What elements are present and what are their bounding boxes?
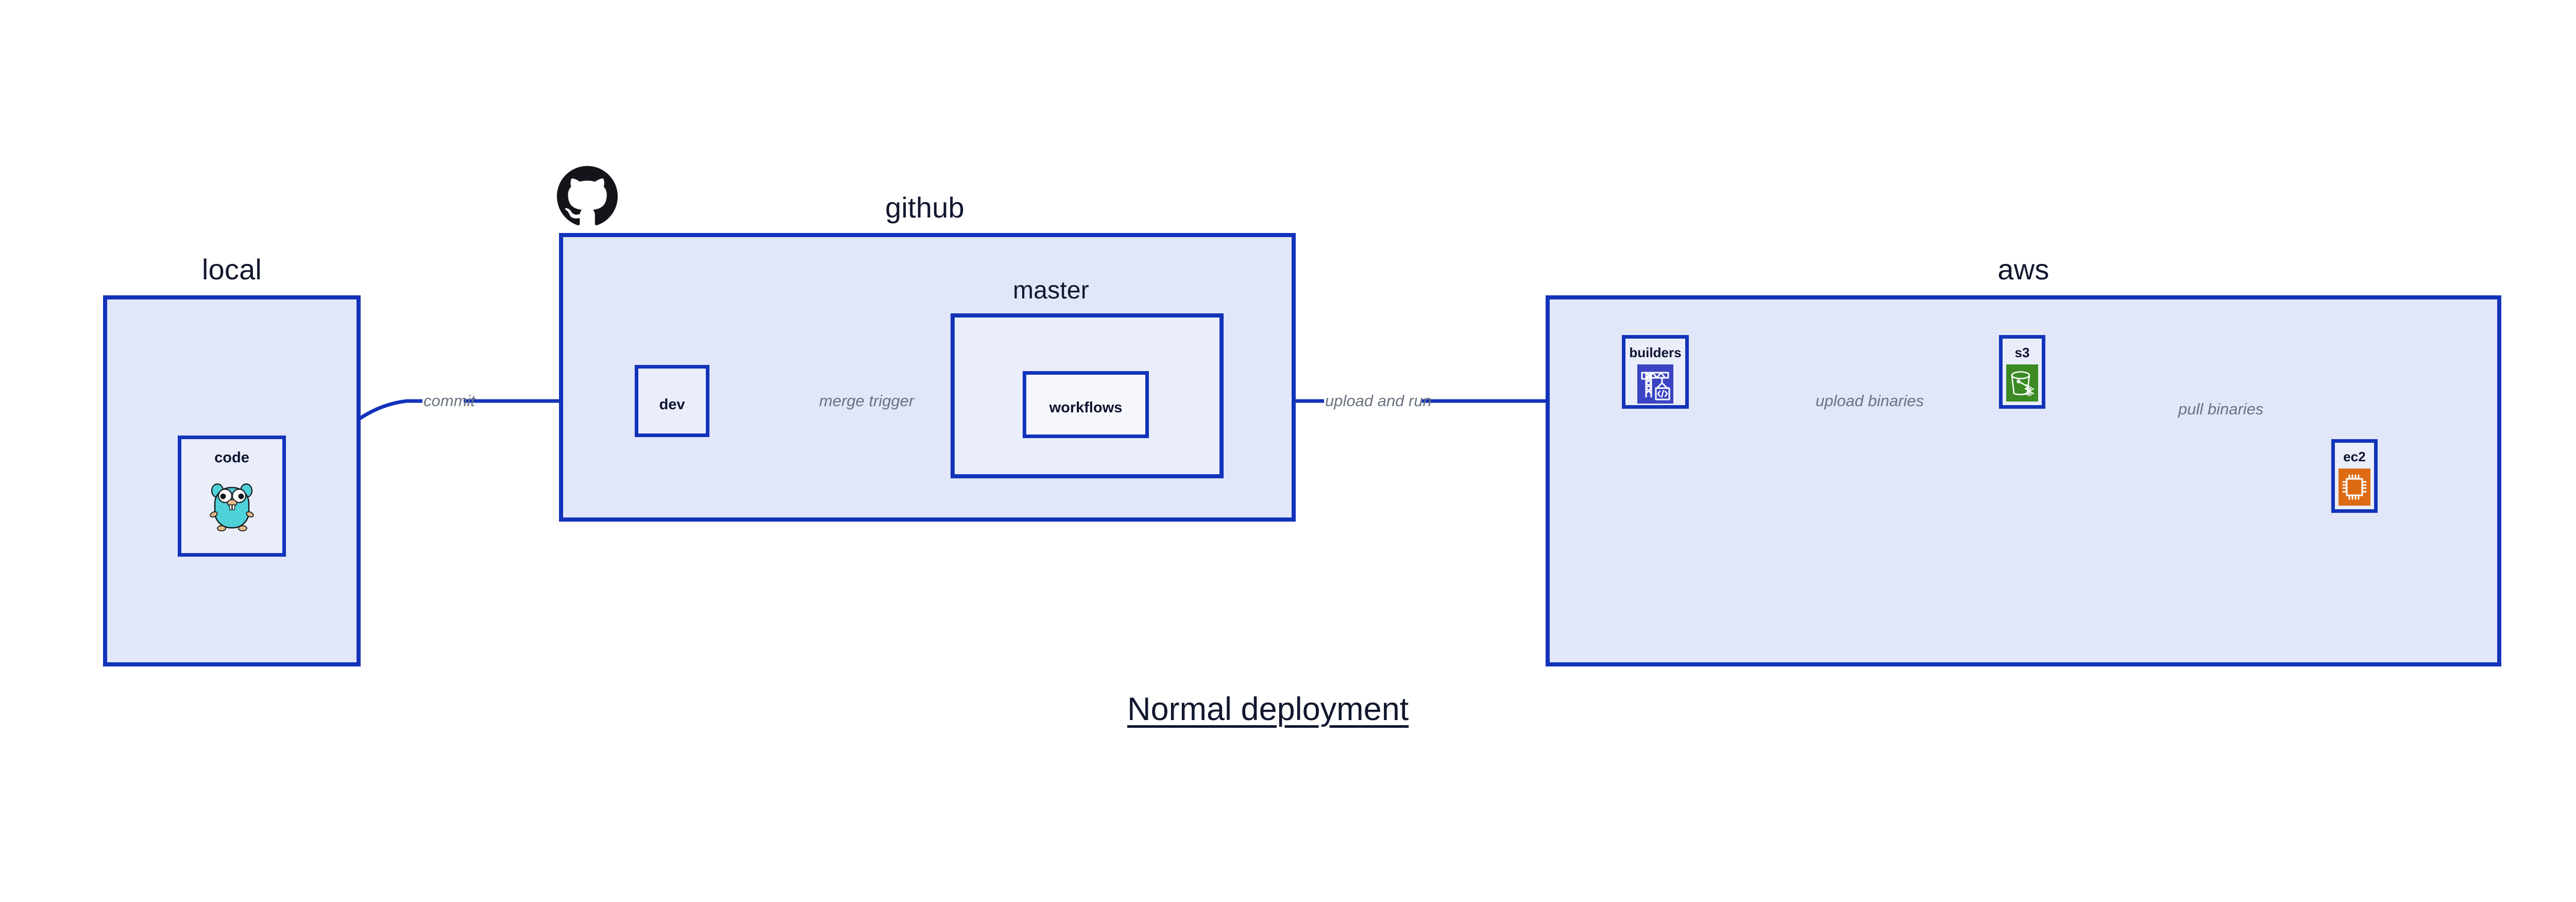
- edge-label-pull-binaries: pull binaries: [2178, 400, 2264, 418]
- aws-ec2-icon: [2338, 469, 2370, 506]
- node-dev[interactable]: dev: [635, 365, 709, 437]
- node-label-workflows: workflows: [1049, 399, 1123, 416]
- aws-s3-glacier-icon: [2006, 364, 2038, 402]
- diagram-caption: Normal deployment: [1127, 691, 1409, 727]
- node-ec2[interactable]: ec2: [2331, 439, 2378, 513]
- github-octocat-icon: [556, 166, 618, 227]
- node-label-code: code: [214, 449, 249, 466]
- node-code[interactable]: code: [178, 436, 286, 557]
- aws-codebuild-icon: [1637, 364, 1673, 404]
- node-workflows[interactable]: workflows: [1023, 371, 1149, 438]
- group-label-local: local: [201, 253, 262, 286]
- node-s3[interactable]: s3: [1999, 335, 2045, 409]
- node-label-builders: builders: [1629, 345, 1682, 360]
- edge-label-commit: commit: [423, 392, 475, 410]
- edge-label-upload-and-run: upload and run: [1325, 392, 1432, 410]
- group-label-github: github: [885, 191, 964, 224]
- group-label-master: master: [1013, 277, 1089, 304]
- node-label-dev: dev: [659, 396, 685, 413]
- edge-label-upload-binaries: upload binaries: [1816, 392, 1924, 410]
- node-label-s3: s3: [2014, 345, 2030, 360]
- node-builders[interactable]: builders: [1622, 335, 1689, 409]
- edge-label-merge-trigger: merge trigger: [819, 392, 914, 410]
- go-gopher-icon: [208, 476, 256, 533]
- group-label-aws: aws: [1997, 253, 2049, 286]
- node-label-ec2: ec2: [2343, 449, 2366, 464]
